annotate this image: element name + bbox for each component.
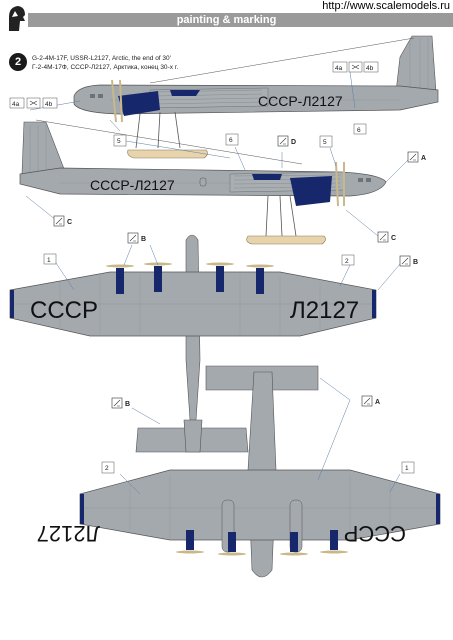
side-view-port: СССР-Л2127 bbox=[29, 35, 439, 159]
top-wing-registration-right: Л2127 bbox=[290, 297, 359, 324]
side-registration-2: СССР-Л2127 bbox=[90, 177, 175, 193]
callout-2-top: 2 bbox=[345, 258, 349, 265]
top-view: СССР Л2127 bbox=[9, 234, 401, 453]
scheme-caption-ru: Г-2-4М-17Ф, СССР-Л2127, Арктика, конец 3… bbox=[32, 64, 179, 71]
source-url[interactable]: http://www.scalemodels.ru bbox=[319, 0, 453, 13]
top-wing-registration-left: СССР bbox=[30, 297, 98, 324]
callouts-side-2: 6 5 D A C C bbox=[53, 133, 426, 243]
callout-4a-left: 4a bbox=[12, 101, 20, 108]
page-title: painting & marking bbox=[176, 14, 277, 26]
color-ref-a-1: A bbox=[421, 155, 426, 162]
bottom-view: Л2127 СССР bbox=[37, 365, 441, 578]
color-ref-b-3: B bbox=[125, 401, 130, 408]
callout-6-mid: 6 bbox=[229, 137, 233, 144]
color-ref-b-2: B bbox=[413, 259, 418, 266]
callout-4b-left: 4b bbox=[45, 101, 53, 108]
callouts-bottom: 2 1 A bbox=[101, 395, 415, 474]
callout-2-bottom: 2 bbox=[105, 465, 109, 472]
header-bar bbox=[28, 13, 453, 27]
callouts-top: 1 2 B B B bbox=[43, 232, 418, 409]
callout-1-bottom: 1 bbox=[405, 465, 409, 472]
callout-4b-top: 4b bbox=[366, 65, 374, 72]
scheme-number-badge: 2 bbox=[9, 53, 27, 71]
page-header: painting & marking http://www.scalemodel… bbox=[0, 0, 453, 31]
callout-4a-top: 4a bbox=[335, 65, 343, 72]
bottom-wing-registration-left: Л2127 bbox=[37, 521, 100, 546]
side-view-starboard: СССР-Л2127 bbox=[19, 119, 409, 245]
callout-5-left: 5 bbox=[117, 138, 121, 145]
color-ref-a-2: A bbox=[375, 399, 380, 406]
color-ref-c-2: C bbox=[391, 235, 396, 242]
color-ref-d: D bbox=[291, 139, 296, 146]
callout-6-top: 6 bbox=[357, 127, 361, 134]
brand-logo-icon bbox=[9, 6, 25, 31]
callout-1-top: 1 bbox=[47, 257, 51, 264]
bottom-wing-registration-right: СССР bbox=[344, 521, 406, 546]
color-ref-b-1: B bbox=[141, 236, 146, 243]
side-registration-1: СССР-Л2127 bbox=[258, 93, 343, 109]
callout-5-right: 5 bbox=[323, 139, 327, 146]
scheme-caption-en: G-2-4M-17F, USSR-L2127, Arctic, the end … bbox=[32, 55, 171, 62]
callouts-side-1: 4a 4b 6 4a 4b 5 bbox=[9, 61, 379, 147]
color-ref-c-1: C bbox=[67, 219, 72, 226]
